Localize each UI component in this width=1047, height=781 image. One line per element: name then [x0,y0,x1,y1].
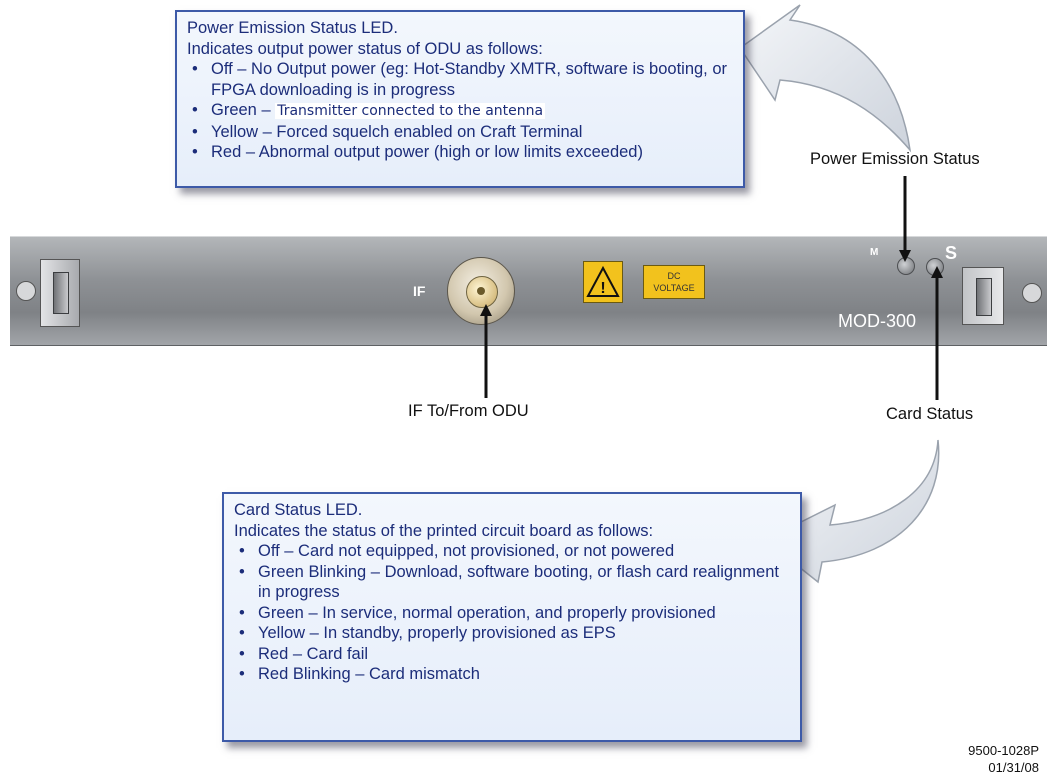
card-status-label: Card Status [886,405,974,423]
warning-icon: ! [586,265,620,297]
document-id: 9500-1028P 01/31/08 [968,742,1039,776]
dc-voltage-line1: DC [667,271,681,281]
card-item-red: Red – Card fail [234,644,790,665]
power-item-yellow: Yellow – Forced squelch enabled on Craft… [187,122,733,143]
dc-voltage-label: DC VOLTAGE [643,265,705,299]
dc-voltage-line2: VOLTAGE [653,283,695,293]
card-status-led [926,258,944,276]
module-front-panel: IF ! DC VOLTAGE M S MOD-300 [10,236,1047,346]
power-item-green-desc: Transmitter connected to the antenna [275,103,546,119]
document-number: 9500-1028P [968,743,1039,758]
power-item-off: Off – No Output power (eg: Hot-Standby X… [187,59,733,100]
if-connector[interactable] [447,257,515,325]
left-screw [16,281,36,301]
card-status-callout: Card Status LED. Indicates the status of… [222,492,802,742]
card-item-green-blinking: Green Blinking – Download, software boot… [234,562,790,603]
warning-symbol: ! [600,280,605,297]
power-callout-intro: Indicates output power status of ODU as … [187,39,543,58]
document-date: 01/31/08 [988,760,1039,775]
led-s-label: S [945,243,958,263]
model-label: MOD-300 [838,311,917,331]
if-to-from-odu-label: IF To/From ODU [408,402,529,420]
card-callout-intro: Indicates the status of the printed circ… [234,521,654,540]
if-panel-label: IF [413,283,426,299]
power-item-red: Red – Abnormal output power (high or low… [187,142,733,163]
power-emission-status-label: Power Emission Status [810,150,980,168]
power-item-green: Green – Transmitter connected to the ant… [187,100,733,122]
card-item-off: Off – Card not equipped, not provisioned… [234,541,790,562]
left-latch [40,259,80,327]
card-callout-arrow [763,439,940,584]
right-latch [962,267,1004,325]
right-screw [1022,283,1042,303]
led-m-label: M [870,247,879,258]
card-item-red-blinking: Red Blinking – Card mismatch [234,664,790,685]
power-item-green-lead: Green – [211,101,276,119]
card-callout-list: Off – Card not equipped, not provisioned… [234,541,790,685]
power-emission-led [897,257,915,275]
warning-label: ! [583,261,623,303]
card-callout-title: Card Status LED. [234,501,363,519]
power-callout-title: Power Emission Status LED. [187,19,398,37]
power-callout-list: Off – No Output power (eg: Hot-Standby X… [187,59,733,163]
power-emission-callout: Power Emission Status LED. Indicates out… [175,10,745,188]
card-item-green: Green – In service, normal operation, an… [234,603,790,624]
power-callout-arrow [738,4,912,153]
card-item-yellow: Yellow – In standby, properly provisione… [234,623,790,644]
